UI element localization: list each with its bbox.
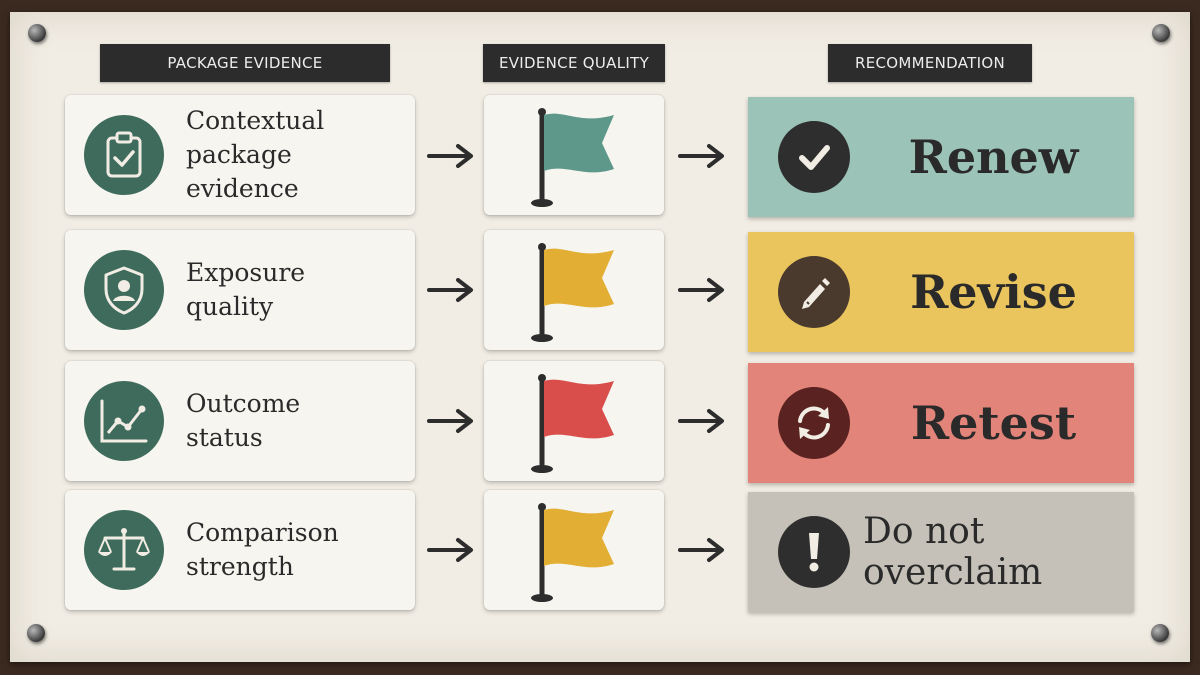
refresh-icon [778, 387, 850, 459]
arrow-right-icon [427, 538, 473, 562]
recommendation-retest: Retest [748, 363, 1134, 483]
arrow-right-icon [678, 409, 724, 433]
recommendation-label: Renew [908, 130, 1079, 184]
arrow-right-icon [678, 538, 724, 562]
shield-user-icon [84, 250, 164, 330]
recommendation-label: Do not overclaim [863, 511, 1043, 593]
flag-card-2 [484, 230, 664, 350]
pushpin-top-right [1152, 24, 1170, 42]
flag-icon [531, 108, 614, 207]
flag-card-3 [484, 361, 664, 481]
line-chart-icon [84, 381, 164, 461]
recommendation-revise: Revise [748, 232, 1134, 352]
header-recommendation: RECOMMENDATION [828, 44, 1032, 82]
arrow-right-icon [678, 278, 724, 302]
clipboard-check-icon [84, 115, 164, 195]
recommendation-do-not-overclaim: Do not overclaim [748, 492, 1134, 612]
flag-card-4 [484, 490, 664, 610]
scales-icon [84, 510, 164, 590]
pushpin-bottom-left [27, 624, 45, 642]
pushpin-top-left [28, 24, 46, 42]
arrow-right-icon [427, 409, 473, 433]
arrow-right-icon [678, 144, 724, 168]
flag-icon [531, 243, 614, 342]
pushpin-bottom-right [1151, 624, 1169, 642]
recommendation-label: Revise [910, 265, 1077, 319]
flag-card-1 [484, 95, 664, 215]
flag-icon [531, 503, 614, 602]
arrow-right-icon [427, 144, 473, 168]
arrow-right-icon [427, 278, 473, 302]
header-evidence-quality: EVIDENCE QUALITY [483, 44, 665, 82]
check-icon [778, 121, 850, 193]
flag-icon [531, 374, 614, 473]
header-package-evidence: PACKAGE EVIDENCE [100, 44, 390, 82]
recommendation-label: Retest [910, 396, 1077, 450]
pencil-icon [778, 256, 850, 328]
board: PACKAGE EVIDENCE EVIDENCE QUALITY RECOMM… [10, 12, 1190, 662]
recommendation-renew: Renew [748, 97, 1134, 217]
exclamation-icon [778, 516, 850, 588]
